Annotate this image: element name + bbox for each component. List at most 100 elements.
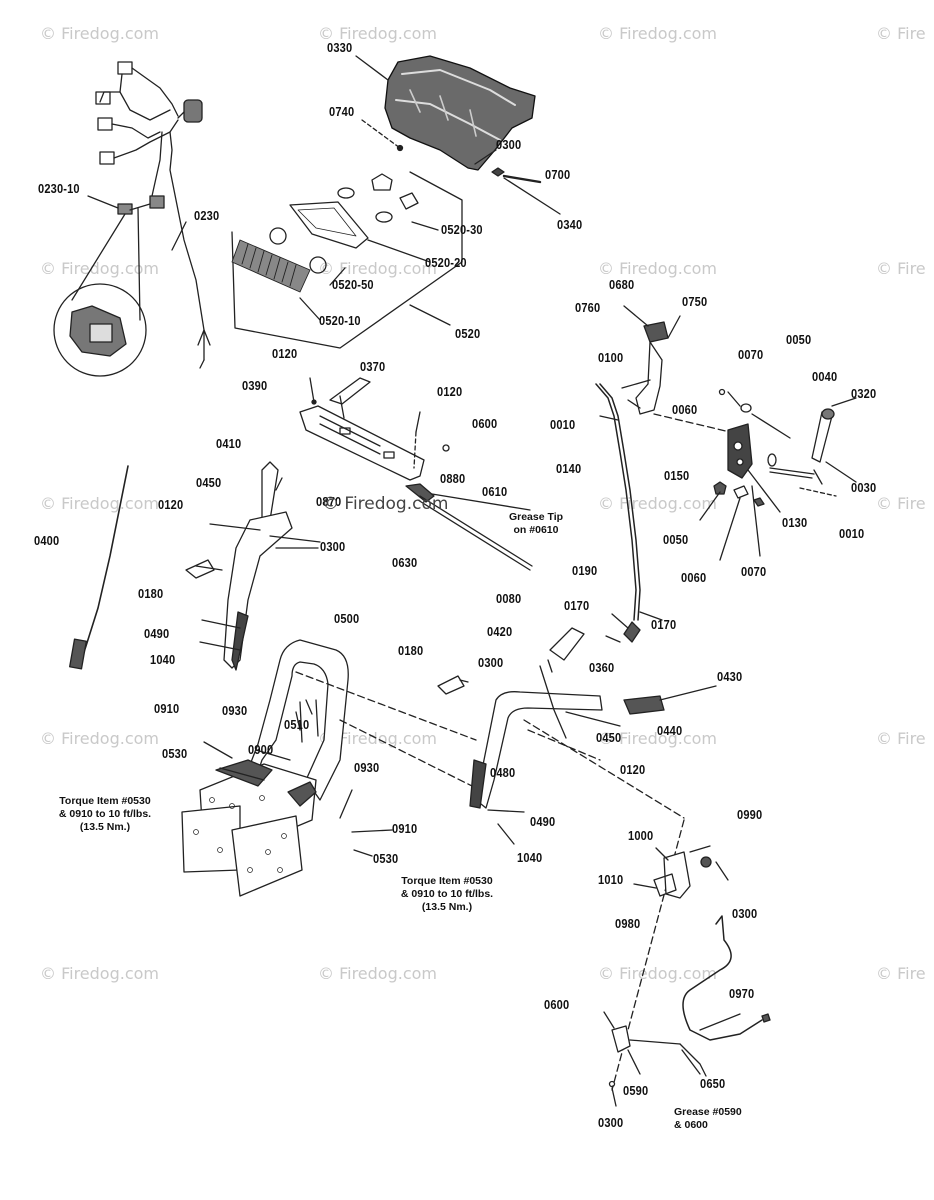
note-line: & 0600 bbox=[674, 1119, 708, 1131]
part-label: 0510 bbox=[284, 717, 310, 732]
part-label: 0410 bbox=[216, 436, 242, 451]
note-line: on #0610 bbox=[513, 524, 559, 536]
part-label: 0590 bbox=[623, 1083, 649, 1098]
note-text: Torque Item #0530& 0910 to 10 ft/lbs.(13… bbox=[384, 875, 510, 914]
part-label: 0300 bbox=[496, 137, 522, 152]
part-label: 0520 bbox=[455, 326, 481, 341]
part-label: 0050 bbox=[663, 532, 689, 547]
part-label: 0680 bbox=[609, 277, 635, 292]
part-label: 0300 bbox=[598, 1115, 624, 1130]
part-label: 1010 bbox=[598, 872, 624, 887]
part-label: 0480 bbox=[490, 765, 516, 780]
part-label: 0490 bbox=[530, 814, 556, 829]
part-label: 1000 bbox=[628, 828, 654, 843]
part-label: 0630 bbox=[392, 555, 418, 570]
note-line: (13.5 Nm.) bbox=[79, 821, 131, 833]
part-label: 0490 bbox=[144, 626, 170, 641]
part-label: 0500 bbox=[334, 611, 360, 626]
watermark: © Firedog.com bbox=[598, 259, 717, 278]
watermark: © Firedog.com bbox=[40, 729, 159, 748]
part-label: 0170 bbox=[564, 598, 590, 613]
part-label: 0520-50 bbox=[332, 277, 374, 292]
part-label: 0120 bbox=[437, 384, 463, 399]
part-label: 0040 bbox=[812, 369, 838, 384]
note-line: Grease Tip bbox=[508, 511, 564, 523]
grease-bottom-note: Grease #0590& 0600 bbox=[674, 1106, 760, 1132]
part-label: 0600 bbox=[544, 997, 570, 1012]
part-label: 0420 bbox=[487, 624, 513, 639]
part-label: 0170 bbox=[651, 617, 677, 632]
part-label: 0150 bbox=[664, 468, 690, 483]
note-line: & 0910 to 10 ft/lbs. bbox=[58, 808, 152, 820]
part-label: 0010 bbox=[839, 526, 865, 541]
watermark: © Firedog.com bbox=[40, 964, 159, 983]
part-label: 0650 bbox=[700, 1076, 726, 1091]
part-label: 0600 bbox=[472, 416, 498, 431]
part-label: 0530 bbox=[373, 851, 399, 866]
part-label: 0230-10 bbox=[38, 181, 80, 196]
part-label: 0070 bbox=[738, 347, 764, 362]
part-label: 0010 bbox=[550, 417, 576, 432]
part-label: 0910 bbox=[154, 701, 180, 716]
watermark: © Fire bbox=[876, 729, 926, 748]
part-label: 0400 bbox=[34, 533, 60, 548]
part-label: 0910 bbox=[392, 821, 418, 836]
part-label: 0740 bbox=[329, 104, 355, 119]
watermark: © Fire bbox=[876, 964, 926, 983]
watermark: © Firedog.com bbox=[598, 964, 717, 983]
part-label: 0330 bbox=[327, 40, 353, 55]
note-text: Grease #0590& 0600 bbox=[674, 1106, 760, 1132]
watermark: © Firedog.com bbox=[318, 259, 437, 278]
note-line: Torque Item #0530 bbox=[401, 875, 493, 887]
watermark: © Firedog.com bbox=[598, 729, 717, 748]
note-line: Grease #0590 bbox=[674, 1106, 742, 1118]
part-label: 0120 bbox=[272, 346, 298, 361]
part-label: 0120 bbox=[620, 762, 646, 777]
part-label: 0180 bbox=[398, 643, 424, 658]
watermark: © Firedog.com bbox=[318, 729, 437, 748]
note-text: Torque Item #0530& 0910 to 10 ft/lbs.(13… bbox=[42, 795, 168, 834]
part-label: 0930 bbox=[222, 703, 248, 718]
part-label: 0440 bbox=[657, 723, 683, 738]
part-label: 0870 bbox=[316, 494, 342, 509]
part-label: 0530 bbox=[162, 746, 188, 761]
part-label: 0750 bbox=[682, 294, 708, 309]
part-label: 0130 bbox=[782, 515, 808, 530]
part-label: 0930 bbox=[354, 760, 380, 775]
part-label: 0230 bbox=[194, 208, 220, 223]
watermark: © Firedog.com bbox=[318, 964, 437, 983]
part-label: 0390 bbox=[242, 378, 268, 393]
part-label: 0360 bbox=[589, 660, 615, 675]
part-label: 0140 bbox=[556, 461, 582, 476]
part-label: 0100 bbox=[598, 350, 624, 365]
part-label: 0060 bbox=[672, 402, 698, 417]
watermark: © Firedog.com bbox=[40, 259, 159, 278]
part-label: 0370 bbox=[360, 359, 386, 374]
part-label: 0080 bbox=[496, 591, 522, 606]
note-line: Torque Item #0530 bbox=[59, 795, 151, 807]
part-label: 0760 bbox=[575, 300, 601, 315]
part-label: 0300 bbox=[732, 906, 758, 921]
torque-note-left: Torque Item #0530& 0910 to 10 ft/lbs.(13… bbox=[42, 795, 168, 834]
part-label: 1040 bbox=[517, 850, 543, 865]
watermark: © Fire bbox=[876, 494, 926, 513]
part-label: 0050 bbox=[786, 332, 812, 347]
part-label: 0030 bbox=[851, 480, 877, 495]
part-label: 0060 bbox=[681, 570, 707, 585]
part-label: 0900 bbox=[248, 742, 274, 757]
part-label: 0300 bbox=[320, 539, 346, 554]
torque-note-right: Torque Item #0530& 0910 to 10 ft/lbs.(13… bbox=[384, 875, 510, 914]
part-label: 0520-20 bbox=[425, 255, 467, 270]
part-label: 0700 bbox=[545, 167, 571, 182]
watermark: © Fire bbox=[876, 259, 926, 278]
console-part bbox=[384, 55, 536, 171]
part-label: 0970 bbox=[729, 986, 755, 1001]
wiring-harness-part bbox=[95, 61, 211, 369]
part-label: 0430 bbox=[717, 669, 743, 684]
part-label: 0180 bbox=[138, 586, 164, 601]
note-line: (13.5 Nm.) bbox=[421, 901, 473, 913]
